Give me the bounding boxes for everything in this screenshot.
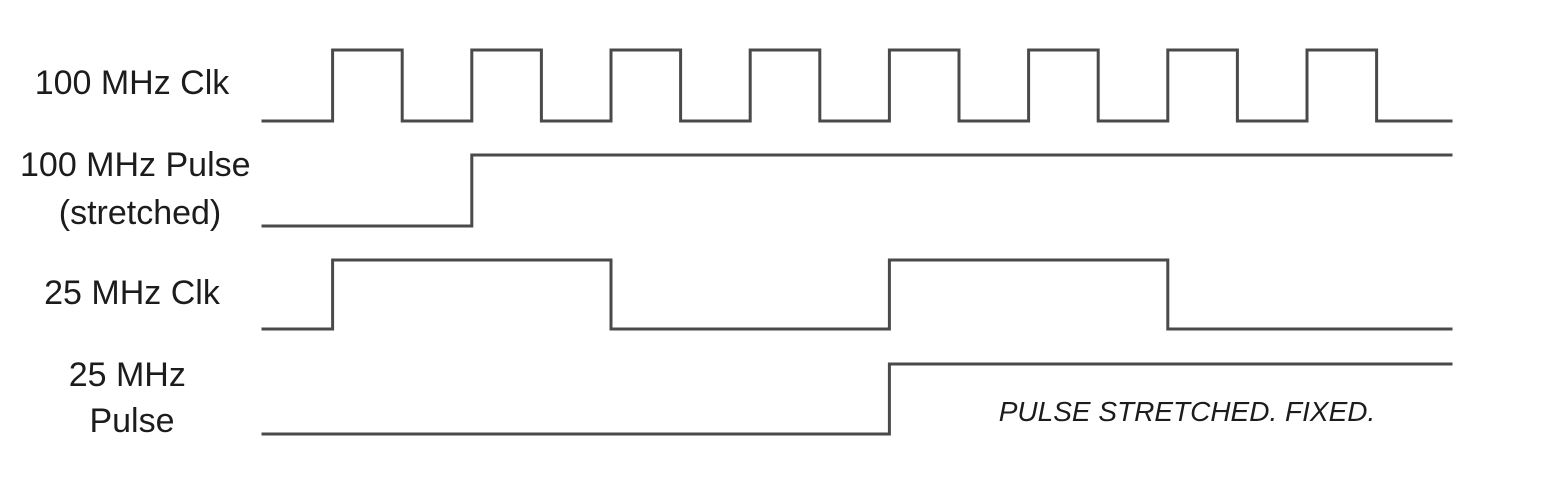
signal-label-clk100: 100 MHz Clk xyxy=(35,64,231,102)
signal-row-pulse25: 25 MHz Pulse xyxy=(69,356,1453,440)
annotation-text: PULSE STRETCHED. FIXED. xyxy=(999,396,1376,427)
signal-label-line: 100 MHz Clk xyxy=(35,64,231,102)
signal-label-line: 100 MHz Pulse xyxy=(20,146,251,184)
waveform-clk100 xyxy=(261,48,1453,123)
waveform-pulse25 xyxy=(261,362,1453,436)
waveform-pulse100 xyxy=(261,153,1453,228)
signal-label-line: 25 MHz xyxy=(69,356,186,394)
signal-label-pulse100: 100 MHz Pulse (stretched) xyxy=(20,146,260,232)
signal-label-line: 25 MHz Clk xyxy=(44,274,221,312)
signal-label-line: Pulse xyxy=(89,402,174,440)
waveform-clk25 xyxy=(261,258,1453,331)
signal-row-pulse100: 100 MHz Pulse (stretched) xyxy=(20,146,1453,232)
signal-label-pulse25: 25 MHz Pulse xyxy=(69,356,196,440)
signal-row-clk25: 25 MHz Clk xyxy=(44,258,1453,331)
signal-label-clk25: 25 MHz Clk xyxy=(44,274,221,312)
signal-label-line: (stretched) xyxy=(59,194,222,232)
signal-row-clk100: 100 MHz Clk xyxy=(35,48,1453,123)
